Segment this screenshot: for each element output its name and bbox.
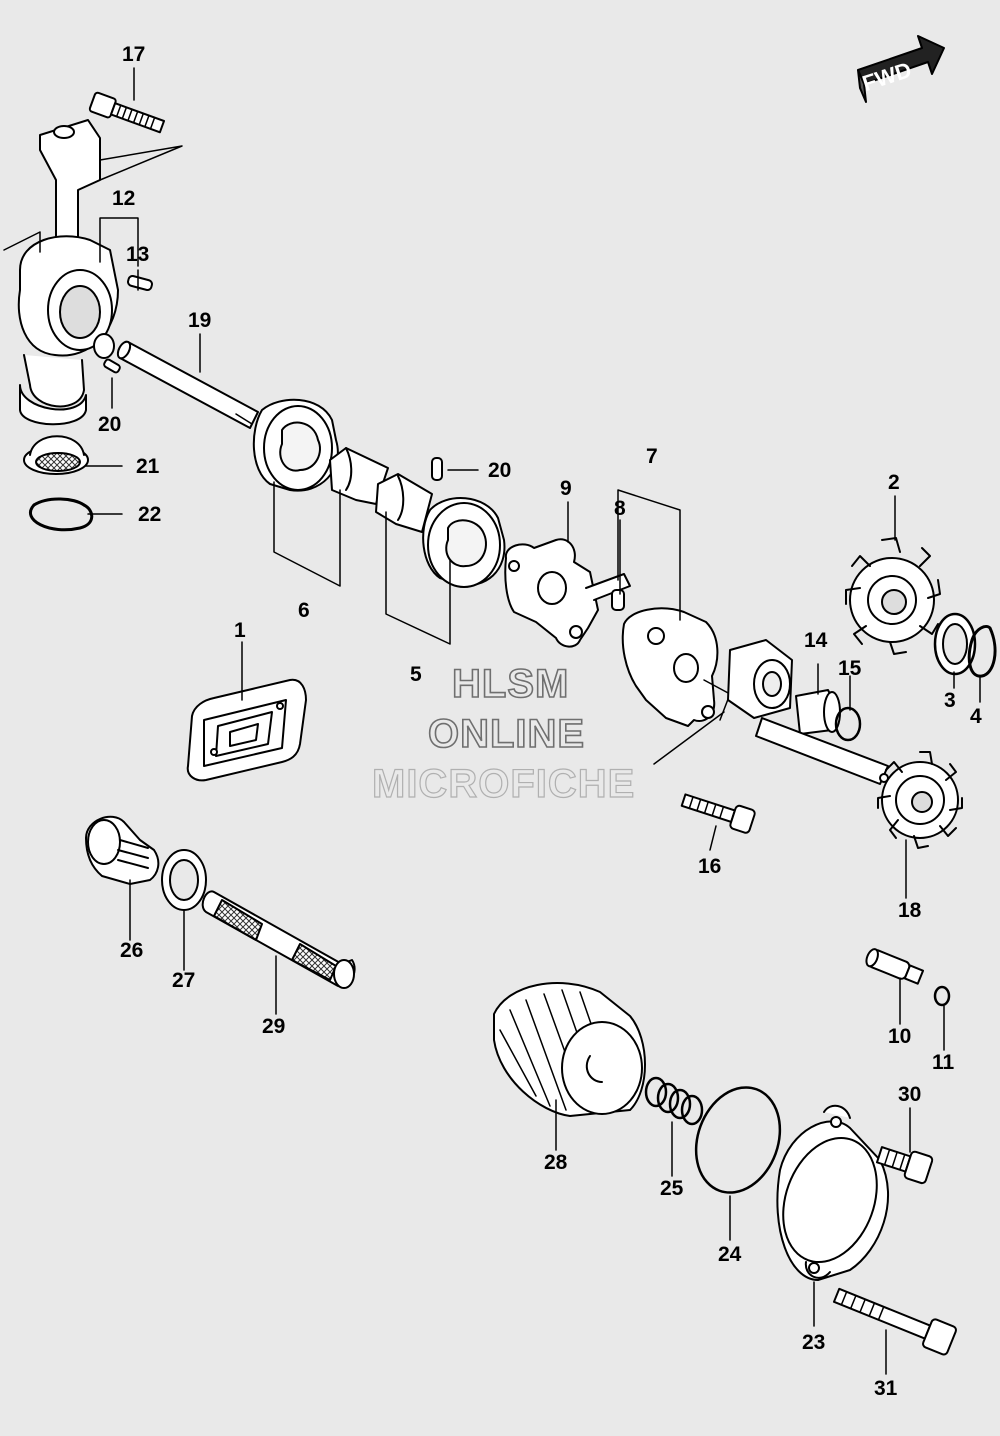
callout-24: 24 [718, 1243, 742, 1266]
pump-shaft-19 [116, 340, 259, 429]
bolt-16 [680, 793, 756, 834]
callout-14: 14 [804, 629, 828, 652]
callout-20-left: 20 [98, 413, 122, 436]
watermark-line-1: HLSM [451, 662, 570, 706]
callout-8: 8 [614, 497, 626, 520]
spring-25 [644, 1076, 704, 1126]
strainer-21 [23, 435, 89, 475]
callout-28: 28 [544, 1151, 568, 1174]
dowel-pin-13 [127, 274, 153, 292]
o-ring-15 [834, 706, 862, 742]
gasket-1 [186, 678, 307, 782]
drain-plug-26 [85, 815, 160, 885]
pump-bush-7 [727, 639, 793, 719]
bolt-31 [832, 1287, 957, 1356]
fwd-arrow-icon [857, 35, 945, 103]
callout-23: 23 [802, 1331, 826, 1354]
driven-gear-shaft-18 [755, 717, 963, 849]
circlip-22 [29, 497, 94, 532]
union-bolt-10 [865, 948, 925, 985]
pump-body-7 [621, 607, 731, 727]
callout-27: 27 [172, 969, 196, 992]
spacer-14 [795, 689, 841, 735]
o-ring-11 [933, 985, 951, 1007]
callout-10: 10 [888, 1025, 912, 1048]
callout-5: 5 [410, 663, 422, 686]
callout-31: 31 [874, 1377, 898, 1400]
callout-20-middle: 20 [488, 459, 512, 482]
pump-plate-9 [504, 538, 631, 648]
callout-22: 22 [138, 503, 162, 526]
watermark-line-2: ONLINE [427, 712, 586, 756]
callout-29: 29 [262, 1015, 286, 1038]
oil-filter-28 [493, 982, 646, 1117]
callout-3: 3 [944, 689, 956, 712]
oil-strainer-29 [201, 890, 356, 989]
outer-rotor-5 [422, 497, 506, 588]
filter-cover-23 [776, 1104, 889, 1281]
watermark-line-3: MICROFICHE [371, 762, 636, 806]
o-ring-24 [694, 1086, 782, 1194]
callout-4: 4 [970, 705, 982, 728]
callout-12: 12 [112, 187, 136, 210]
callout-16: 16 [698, 855, 722, 878]
callout-15: 15 [838, 657, 862, 680]
outer-rotor-6 [252, 398, 339, 492]
pin-8 [611, 589, 625, 611]
callout-1: 1 [234, 619, 246, 642]
inner-rotor-5 [375, 473, 433, 533]
callout-18: 18 [898, 899, 922, 922]
callout-9: 9 [560, 477, 572, 500]
pin-20a [103, 358, 121, 374]
callout-2: 2 [888, 471, 900, 494]
drive-gear-2 [845, 537, 941, 655]
callout-30: 30 [898, 1083, 922, 1106]
callout-13: 13 [126, 243, 150, 266]
callout-7: 7 [646, 445, 658, 468]
pump-housing-12 [3, 119, 183, 426]
callout-25: 25 [660, 1177, 684, 1200]
bolt-30 [875, 1146, 934, 1185]
callout-26: 26 [120, 939, 144, 962]
callout-19: 19 [188, 309, 212, 332]
circlip-4 [967, 625, 997, 678]
callout-21: 21 [136, 455, 160, 478]
callout-6: 6 [298, 599, 310, 622]
callout-11: 11 [932, 1051, 955, 1074]
pin-20b [431, 457, 443, 481]
callout-17: 17 [122, 43, 146, 66]
bolt-17 [88, 91, 166, 134]
